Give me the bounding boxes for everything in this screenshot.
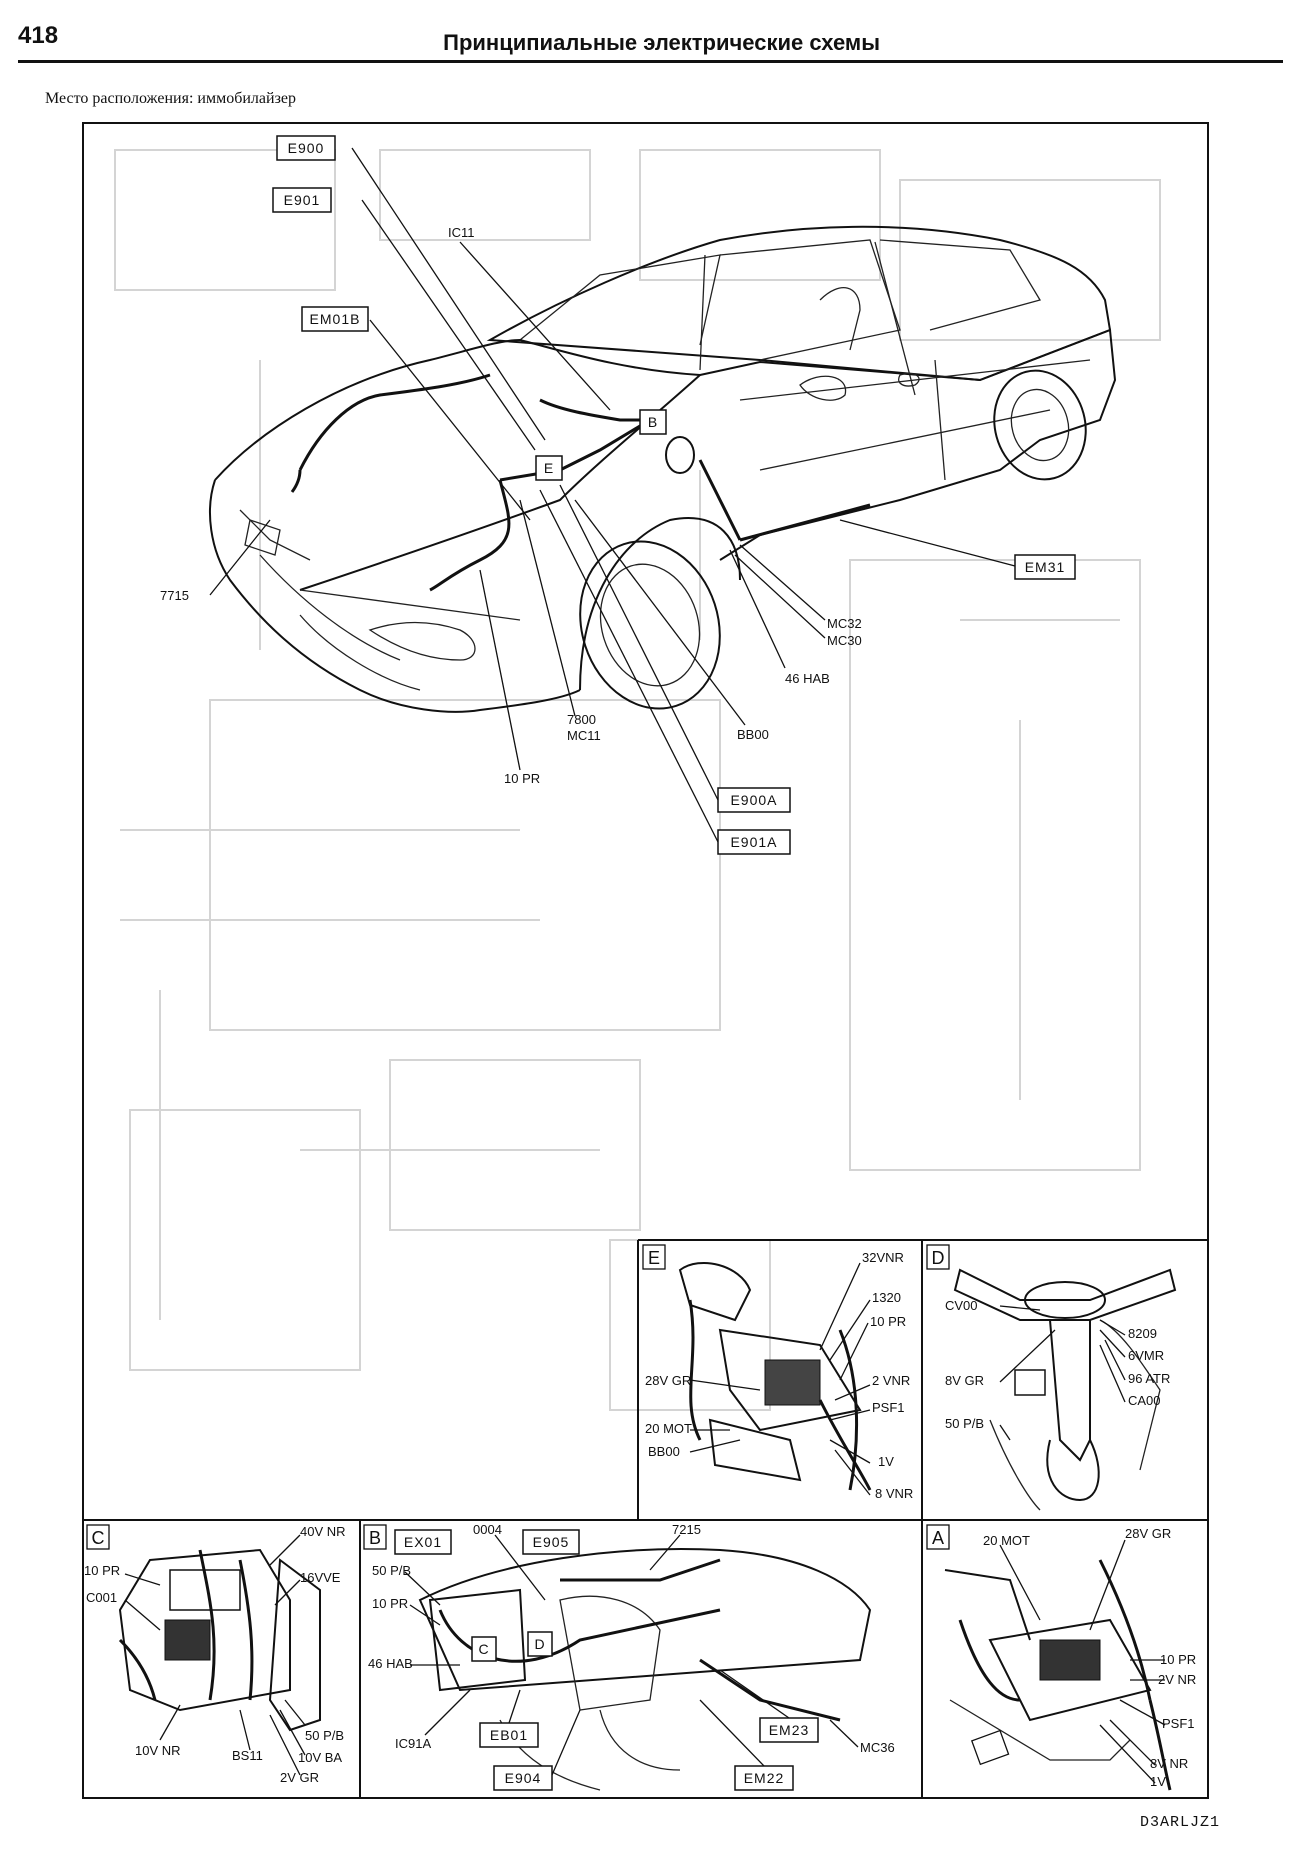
svg-text:8V GR: 8V GR: [945, 1373, 984, 1388]
callout-em01b: EM01B: [301, 306, 369, 332]
callout-mc32: MC32: [827, 616, 862, 631]
svg-text:10 PR: 10 PR: [372, 1596, 408, 1611]
svg-text:50 P/B: 50 P/B: [372, 1563, 411, 1578]
callout-7800: 7800: [567, 712, 596, 727]
svg-text:1V: 1V: [878, 1454, 894, 1469]
callout-mc30: MC30: [827, 633, 862, 648]
svg-text:0004: 0004: [473, 1522, 502, 1537]
connector-box-b: B: [639, 409, 667, 435]
svg-text:1320: 1320: [872, 1290, 901, 1305]
svg-text:BB00: BB00: [648, 1444, 680, 1459]
callout-e901: E901: [272, 187, 332, 213]
svg-text:20 MOT: 20 MOT: [645, 1421, 692, 1436]
svg-text:A: A: [932, 1528, 944, 1548]
svg-text:16VVE: 16VVE: [300, 1570, 341, 1585]
page-number: 418: [18, 22, 59, 49]
header-rule: [18, 60, 1283, 63]
svg-text:PSF1: PSF1: [872, 1400, 905, 1415]
figure-code: D3ARLJZ1: [1140, 1814, 1221, 1831]
svg-text:PSF1: PSF1: [1162, 1716, 1195, 1731]
svg-text:E900A: E900A: [730, 792, 777, 808]
callout-mc11: MC11: [567, 728, 601, 743]
svg-text:C: C: [478, 1641, 489, 1657]
svg-text:40V NR: 40V NR: [300, 1524, 346, 1539]
callout-e900: E900: [276, 135, 336, 161]
svg-text:B: B: [369, 1528, 381, 1548]
svg-text:E905: E905: [533, 1534, 570, 1550]
callout-e901a: E901A: [717, 829, 791, 855]
svg-text:28V GR: 28V GR: [1125, 1526, 1171, 1541]
ghost-background: [114, 149, 1161, 1411]
svg-text:50 P/B: 50 P/B: [305, 1728, 344, 1743]
callout-ic11: IC11: [448, 225, 475, 240]
svg-text:D: D: [932, 1248, 945, 1268]
svg-text:46 HAB: 46 HAB: [368, 1656, 413, 1671]
callout-em31: EM31: [1014, 554, 1076, 580]
svg-text:C: C: [92, 1528, 105, 1548]
diagram-frame: [82, 122, 1209, 1799]
car-outline: [209, 225, 1117, 713]
page-title: Принципиальные электрические схемы: [443, 30, 880, 55]
svg-text:E900: E900: [288, 140, 325, 156]
main-leaders: [209, 147, 1016, 843]
detail-panel-a: A 20 MOT 28V GR 10 PR 2V NR PSF1 8V NR 1…: [926, 1524, 1196, 1791]
svg-text:CV00: CV00: [945, 1298, 978, 1313]
connector-box-e: E: [535, 455, 563, 481]
svg-text:8 VNR: 8 VNR: [875, 1486, 913, 1501]
svg-text:2 VNR: 2 VNR: [872, 1373, 910, 1388]
svg-text:10 PR: 10 PR: [870, 1314, 906, 1329]
svg-text:7215: 7215: [672, 1522, 701, 1537]
detail-panel-e: E 32VNR 1320 10 PR 28V GR 2 VNR PSF1 20 …: [642, 1244, 913, 1501]
svg-text:1V: 1V: [1150, 1774, 1166, 1789]
svg-text:EB01: EB01: [490, 1727, 528, 1743]
svg-text:10 PR: 10 PR: [84, 1563, 120, 1578]
callout-bb00: BB00: [737, 727, 769, 742]
svg-text:IC91A: IC91A: [395, 1736, 431, 1751]
svg-text:8209: 8209: [1128, 1326, 1157, 1341]
figure-caption: Место расположения: иммобилайзер: [45, 90, 296, 107]
main-harness: [290, 373, 871, 592]
callout-7715: 7715: [160, 588, 189, 603]
callout-e900a: E900A: [717, 787, 791, 813]
svg-text:EM22: EM22: [744, 1770, 785, 1786]
svg-text:EM23: EM23: [769, 1722, 810, 1738]
svg-text:50 P/B: 50 P/B: [945, 1416, 984, 1431]
svg-text:E904: E904: [505, 1770, 542, 1786]
svg-text:EM01B: EM01B: [310, 311, 361, 327]
detail-panel-c: C 40V NR 10 PR C001 16VVE 10V NR BS11 50…: [84, 1524, 346, 1785]
svg-text:10V BA: 10V BA: [298, 1750, 342, 1765]
svg-text:8V NR: 8V NR: [1150, 1756, 1188, 1771]
svg-text:6VMR: 6VMR: [1128, 1348, 1164, 1363]
box-e-label: E: [544, 460, 554, 476]
svg-text:10 PR: 10 PR: [1160, 1652, 1196, 1667]
detail-panel-d: D CV00 8209 6VMR 8V GR 96 ATR CA00 50 P/…: [926, 1244, 1177, 1511]
svg-text:C001: C001: [86, 1590, 117, 1605]
svg-text:BS11: BS11: [232, 1748, 263, 1763]
detail-panel-b: B C D EX01 E905 EB01 E904 EM23 EM22: [363, 1522, 895, 1791]
svg-text:CA00: CA00: [1128, 1393, 1161, 1408]
callout-10pr: 10 PR: [504, 771, 540, 786]
svg-text:32VNR: 32VNR: [862, 1250, 904, 1265]
svg-text:MC36: MC36: [860, 1740, 895, 1755]
svg-text:EX01: EX01: [404, 1534, 442, 1550]
callout-46hab: 46 HAB: [785, 671, 830, 686]
box-b-label: B: [648, 414, 658, 430]
detail-panels-grid: [83, 1239, 1208, 1798]
svg-text:28V GR: 28V GR: [645, 1373, 691, 1388]
svg-text:2V GR: 2V GR: [280, 1770, 319, 1785]
svg-text:96 ATR: 96 ATR: [1128, 1371, 1170, 1386]
svg-text:EM31: EM31: [1025, 559, 1066, 575]
svg-text:E: E: [648, 1248, 660, 1268]
svg-text:10V NR: 10V NR: [135, 1743, 181, 1758]
svg-text:E901A: E901A: [730, 834, 777, 850]
svg-text:D: D: [534, 1636, 545, 1652]
svg-text:2V NR: 2V NR: [1158, 1672, 1196, 1687]
svg-text:E901: E901: [284, 192, 321, 208]
svg-text:20 MOT: 20 MOT: [983, 1533, 1030, 1548]
